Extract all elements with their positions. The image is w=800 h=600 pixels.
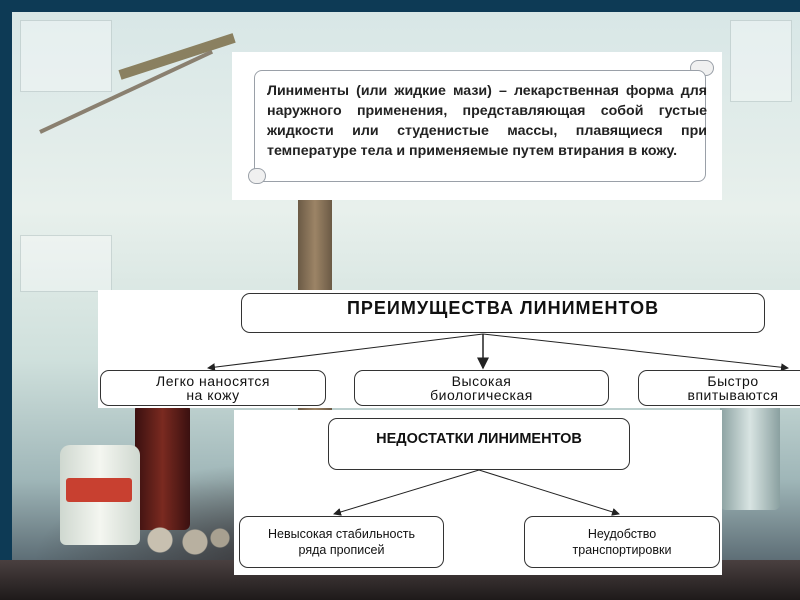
advantage-2-line2: биологическая: [355, 388, 608, 402]
advantage-2-line1: Высокая: [355, 374, 608, 388]
disadvantage-1-line1: Невысокая стабильность: [240, 526, 443, 542]
scroll-banner: Линименты (или жидкие мази) – лекарствен…: [248, 60, 714, 184]
wall-tile: [20, 20, 112, 92]
disadvantage-1-line2: ряда прописей: [240, 542, 443, 558]
wall-tile: [20, 235, 112, 292]
advantage-box-1: Легко наносятся на кожу: [100, 370, 326, 406]
advantages-panel: ПРЕИМУЩЕСТВА ЛИНИМЕНТОВ Легко наносятся …: [98, 290, 800, 408]
arrow-right: [483, 334, 788, 368]
disadvantage-2-line1: Неудобство: [525, 526, 719, 542]
arrow-left: [208, 334, 483, 368]
disadvantages-panel: НЕДОСТАТКИ ЛИНИМЕНТОВ Невысокая стабильн…: [234, 410, 722, 575]
advantage-3-line2: впитываются: [639, 388, 800, 402]
advantages-title: ПРЕИМУЩЕСТВА ЛИНИМЕНТОВ: [241, 293, 765, 333]
scroll-body: Линименты (или жидкие мази) – лекарствен…: [254, 70, 706, 182]
lab-weights: [140, 520, 230, 560]
wall-tile: [730, 20, 792, 102]
arrow-dis-right: [479, 470, 619, 514]
slide-frame-top: [0, 0, 800, 12]
definition-text: Линименты (или жидкие мази) – лекарствен…: [267, 81, 707, 161]
definition-panel: Линименты (или жидкие мази) – лекарствен…: [232, 52, 722, 200]
advantage-box-2: Высокая биологическая: [354, 370, 609, 406]
disadvantages-title: НЕДОСТАТКИ ЛИНИМЕНТОВ: [328, 418, 630, 470]
slide-frame-left: [0, 0, 12, 600]
scroll-curl-bottom: [248, 168, 266, 184]
jar-label: [66, 478, 132, 502]
disadvantage-box-1: Невысокая стабильность ряда прописей: [239, 516, 444, 568]
dark-bottle: [135, 400, 190, 530]
advantage-1-line2: на кожу: [101, 388, 325, 402]
disadvantage-box-2: Неудобство транспортировки: [524, 516, 720, 568]
advantage-3-line1: Быстро: [639, 374, 800, 388]
advantage-box-3: Быстро впитываются: [638, 370, 800, 406]
advantage-1-line1: Легко наносятся: [101, 374, 325, 388]
disadvantage-2-line2: транспортировки: [525, 542, 719, 558]
arrow-dis-left: [334, 470, 479, 514]
